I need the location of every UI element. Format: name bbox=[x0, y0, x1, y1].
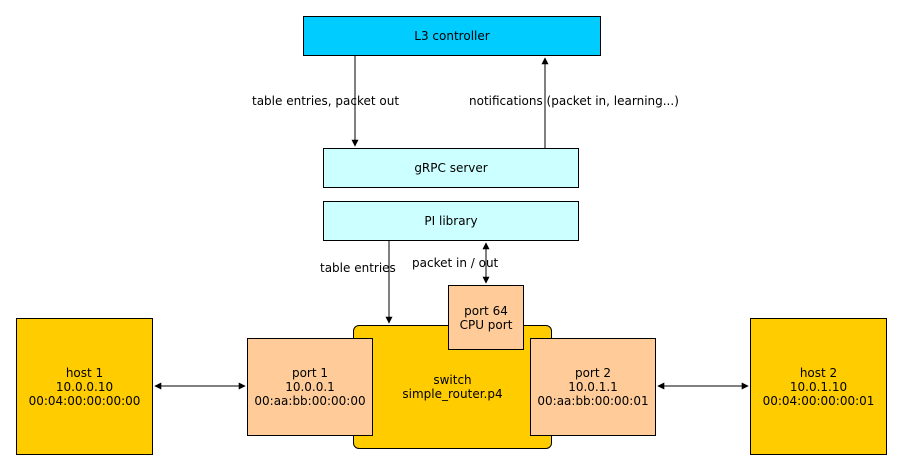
grpc-server-box: gRPC server bbox=[323, 148, 579, 188]
edge-label-packet-in-out: packet in / out bbox=[412, 256, 499, 270]
l3-controller-label: L3 controller bbox=[414, 29, 490, 43]
host1-mac: 00:04:00:00:00:00 bbox=[28, 393, 141, 408]
edge-label-notifications: notifications (packet in, learning...) bbox=[469, 94, 679, 108]
switch-label: switch bbox=[433, 373, 472, 387]
edge-label-table-entries-packet-out: table entries, packet out bbox=[252, 94, 400, 108]
cpu-port-box: port 64 CPU port bbox=[448, 285, 524, 350]
grpc-server-label: gRPC server bbox=[414, 161, 488, 175]
host1-ip: 10.0.0.10 bbox=[55, 379, 114, 394]
pi-library-box: PI library bbox=[323, 201, 579, 241]
port2-name: port 2 bbox=[574, 366, 612, 380]
port2-mac: 00:aa:bb:00:00:01 bbox=[537, 394, 649, 408]
port1-mac: 00:aa:bb:00:00:00 bbox=[254, 394, 366, 408]
port2-ip: 10.0.1.1 bbox=[568, 380, 618, 394]
pi-library-label: PI library bbox=[424, 214, 478, 228]
host2-box: host 2 10.0.1.10 00:04:00:00:00:01 bbox=[750, 318, 887, 455]
switch-program-label: simple_router.p4 bbox=[402, 387, 503, 401]
host2-name: host 2 bbox=[799, 365, 838, 380]
cpu-port-caption: CPU port bbox=[459, 317, 513, 332]
port1-name: port 1 bbox=[291, 366, 329, 380]
host2-ip: 10.0.1.10 bbox=[789, 379, 848, 394]
cpu-port-name: port 64 bbox=[464, 303, 508, 318]
port1-ip: 10.0.0.1 bbox=[285, 380, 335, 394]
l3-controller-box: L3 controller bbox=[303, 16, 601, 56]
edge-label-table-entries: table entries bbox=[320, 261, 396, 275]
host1-name: host 1 bbox=[65, 365, 104, 380]
host2-mac: 00:04:00:00:00:01 bbox=[762, 393, 875, 408]
switch-box: switch simple_router.p4 bbox=[353, 325, 552, 449]
port2-box: port 2 10.0.1.1 00:aa:bb:00:00:01 bbox=[530, 338, 656, 436]
host1-box: host 1 10.0.0.10 00:04:00:00:00:00 bbox=[16, 318, 153, 455]
port1-box: port 1 10.0.0.1 00:aa:bb:00:00:00 bbox=[247, 338, 373, 436]
